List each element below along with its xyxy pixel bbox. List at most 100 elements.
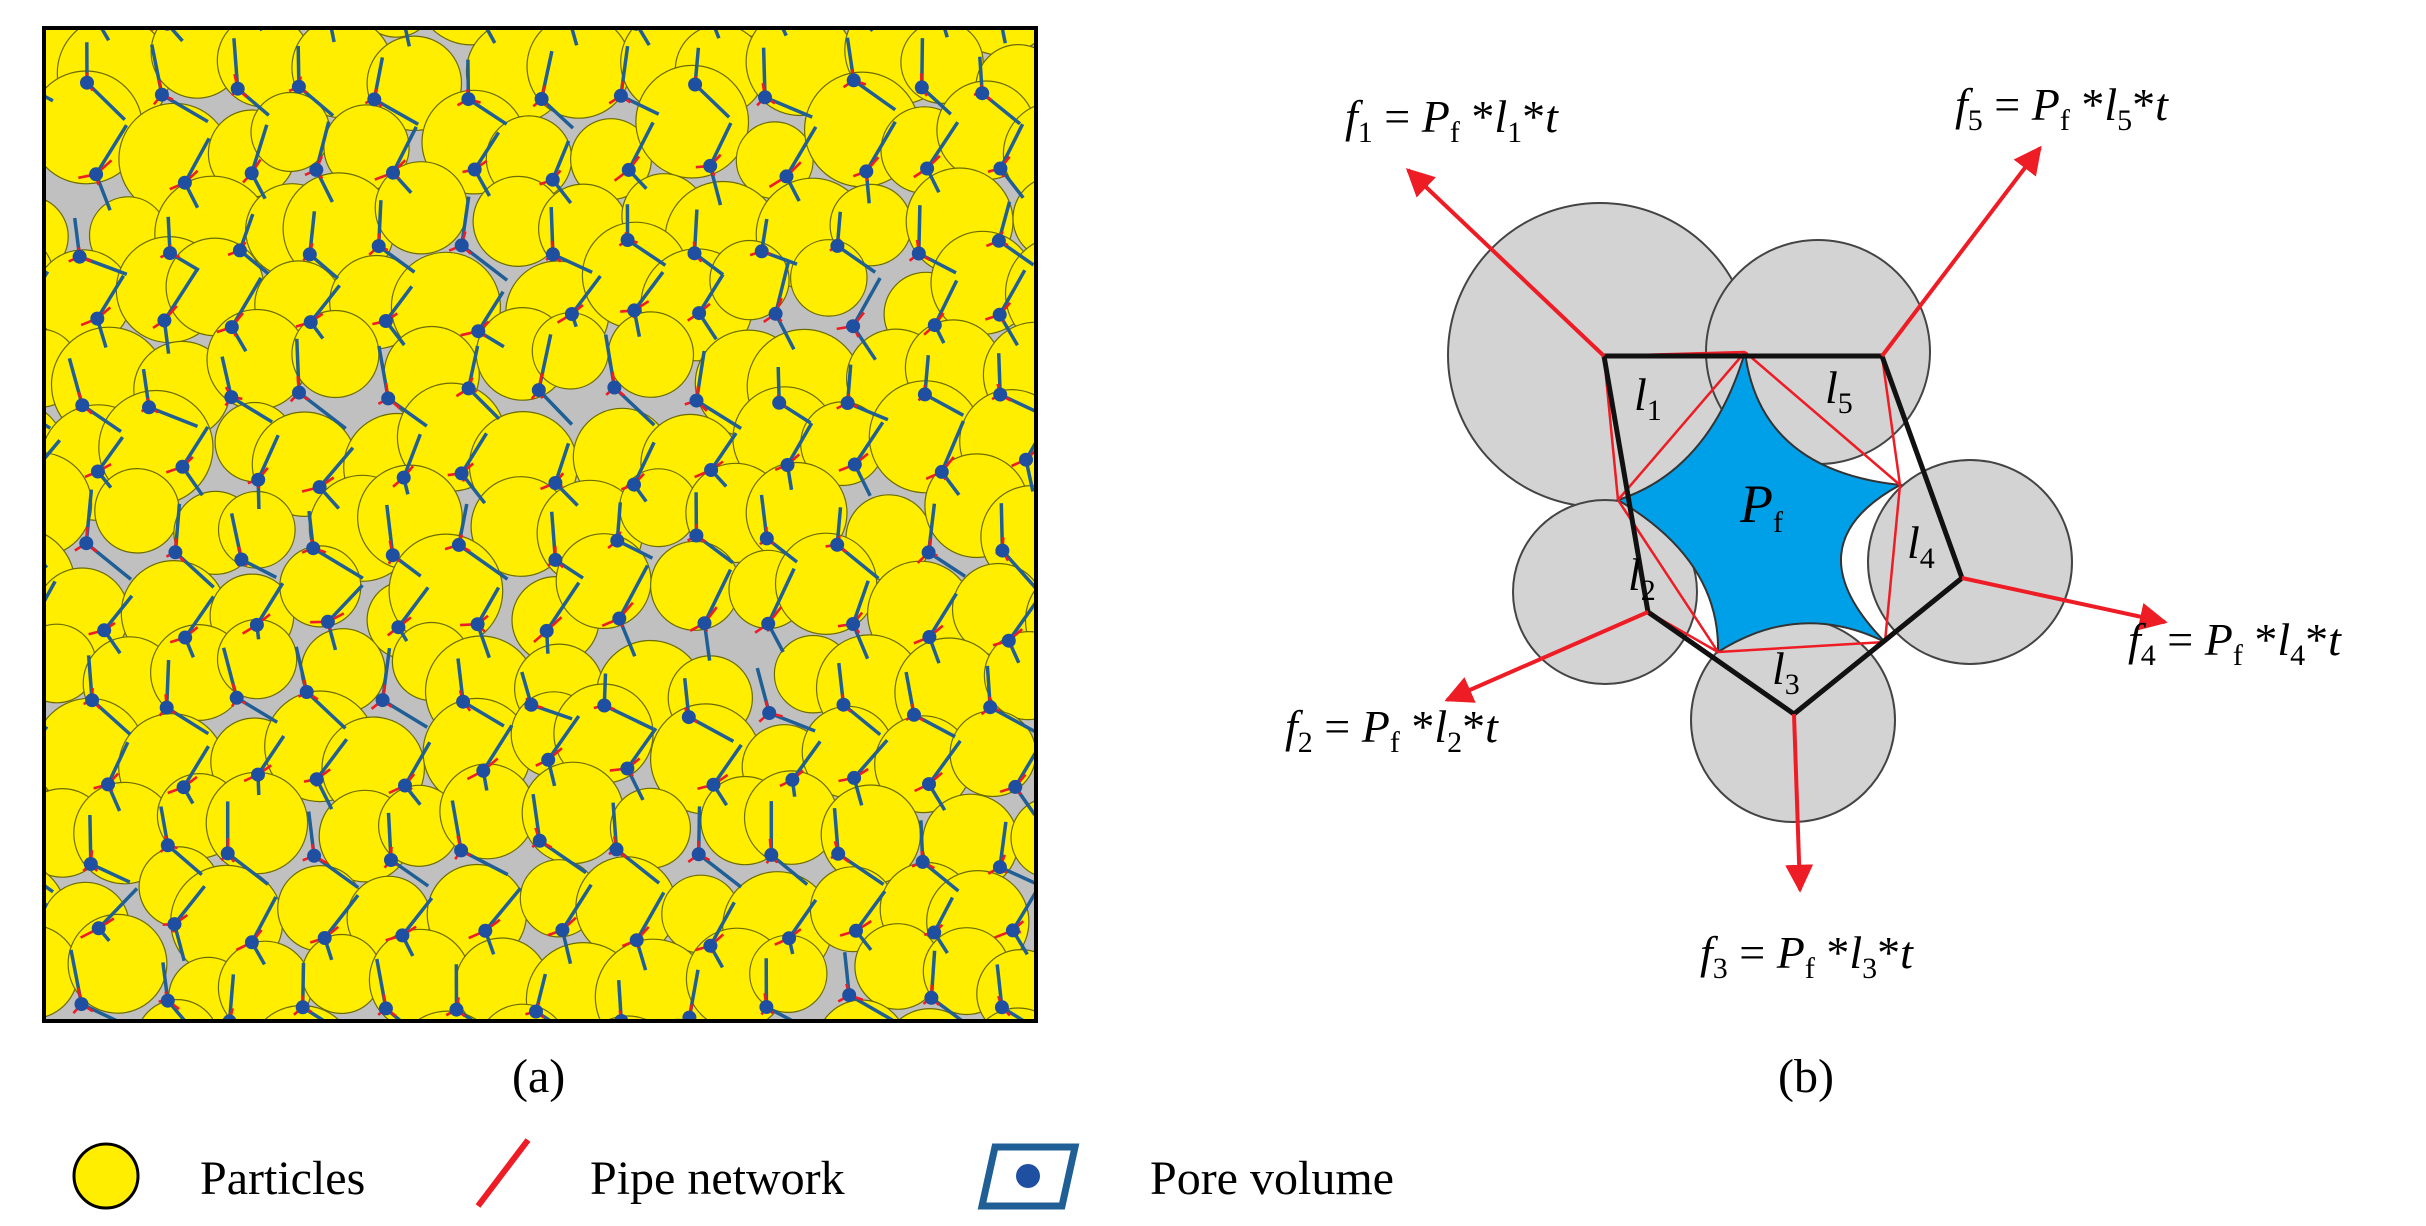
pipe-segment [8,23,13,27]
particle [1040,1001,1123,1084]
pipe-segment [313,13,328,16]
pore-dot [456,694,471,709]
domain-boundary [230,395,274,424]
pipe-segment [13,706,19,711]
pore-dot [309,772,324,787]
domain-boundary [168,28,184,43]
domain-boundary [927,739,962,786]
force-arrow-f3 [1785,713,1814,893]
pore-dot [232,243,247,258]
particle [0,786,6,884]
particle [531,312,610,390]
domain-boundary [3,210,6,246]
pore-dot [251,767,265,782]
pore-dot [177,175,192,190]
particle-circle-2 [1512,499,1698,685]
domain-boundary [1011,891,1036,932]
pore-dot [555,923,570,937]
equation-f4: f4 = Pf *l4*t [2128,614,2342,672]
pore-dot [785,772,800,787]
pore-dot [163,246,177,261]
pipe-segment-lines [1602,350,1963,715]
force-arrow-f4 [1961,576,2168,631]
pore-dot [396,470,411,485]
pore-dot [689,393,704,408]
particle [42,1023,149,1130]
domain-boundary [32,473,41,490]
particle [0,180,15,257]
pipe-segment [939,1,948,10]
pipe-segment [403,7,417,18]
domain-boundary [377,244,416,274]
pipe-segment [6,400,15,405]
pore-dot [992,7,1006,21]
particle [358,1033,434,1109]
particle [733,1027,815,1109]
particle [555,533,652,630]
pipe-segment [253,0,266,10]
domain-boundary [851,277,882,328]
pore-dot [914,80,929,95]
particle [1024,587,1036,654]
domain-boundary [403,28,412,47]
pore-dot [934,464,949,479]
domain-boundary [396,586,430,629]
pore-volume-layer [72,0,1033,1021]
pipe-segment [167,13,179,24]
pipe-segment [987,14,1000,22]
domain-boundary [25,158,30,194]
domain-boundary [927,592,958,638]
pipe-segment [636,14,649,24]
pipe-segment [3,706,13,716]
pore-dot [922,630,937,644]
pore-dot [922,777,936,792]
pipe-segment [0,400,6,407]
domain-boundary [391,126,418,174]
particle [774,532,878,636]
pore-dot [291,79,306,94]
pore-dot [229,690,244,705]
pore-dot [461,92,476,107]
domain-boundary [256,735,286,776]
pore-dot [375,693,390,708]
domain-boundary [836,244,877,274]
pore-dot [545,247,560,262]
domain-boundary [326,583,364,624]
pore-dot [292,385,306,400]
domain-boundary [774,0,804,9]
pore-dot [541,752,556,767]
pore-dot [983,700,998,715]
pipe-segment [0,23,8,28]
pipe-segment [852,6,855,13]
pore-dot [85,693,100,708]
pore-dot [681,710,696,725]
domain-boundary [328,0,361,13]
pipe-segment [253,10,257,13]
pipe-segment [25,158,28,165]
domain-boundary [784,126,818,178]
pore-dot [836,697,851,712]
pore-dot [845,0,859,13]
domain-boundary [44,93,54,103]
pore-dot [534,92,549,106]
particle [67,913,168,1014]
pore-dot [687,246,702,261]
pipe-segment [568,2,580,15]
pore-dot [545,172,560,187]
pore-dot [548,476,563,490]
pore-dot [391,620,406,635]
domain-boundary [256,434,280,481]
pore-dot [847,457,862,472]
domain-boundary [403,0,430,18]
pore-dot [309,162,324,177]
pore-dot [244,166,259,181]
domain-boundary [864,120,897,173]
domain-boundary [853,421,885,466]
pore-dot [1005,923,1020,938]
pipe-segment [480,0,495,15]
pipe-segment [553,15,568,19]
pore-dot [703,938,718,953]
domain-boundary [10,1009,47,1039]
pore-dot [101,777,115,792]
pore-dot [303,315,318,330]
